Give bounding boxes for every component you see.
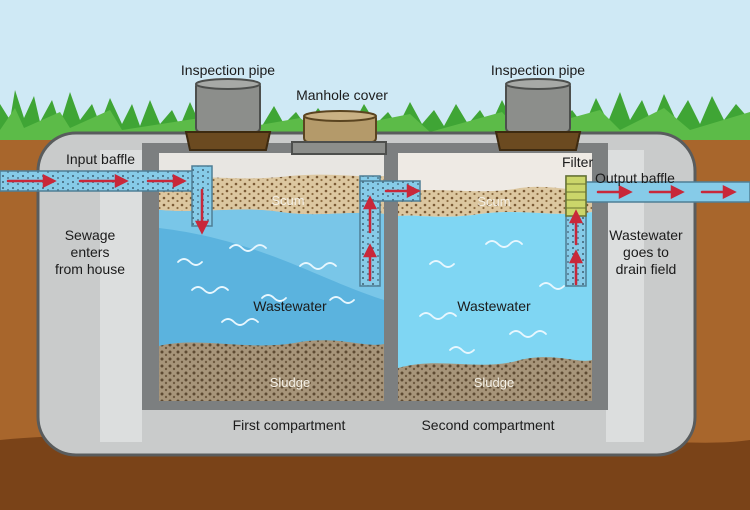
sewage-label-line3: from house bbox=[55, 261, 125, 277]
second-compartment bbox=[398, 153, 592, 401]
filter-label: Filter bbox=[562, 154, 593, 170]
sludge-right-label: Sludge bbox=[474, 375, 514, 390]
wastewater-right-label: Wastewater bbox=[457, 298, 531, 314]
scum-right-label: Scum bbox=[477, 194, 510, 209]
sewage-label-line2: enters bbox=[71, 244, 110, 260]
divider-wall bbox=[384, 143, 398, 410]
sludge-left-label: Sludge bbox=[270, 375, 310, 390]
first-compartment-label: First compartment bbox=[233, 417, 346, 433]
flow-arrows bbox=[6, 173, 737, 286]
manhole-cover bbox=[291, 110, 387, 155]
scum-left-label: Scum bbox=[271, 193, 304, 208]
second-compartment-label: Second compartment bbox=[421, 417, 554, 433]
inspection-pipe-right bbox=[494, 78, 582, 151]
input-baffle-label: Input baffle bbox=[66, 151, 135, 167]
tank-left-wall-shade bbox=[100, 150, 142, 442]
inspection-pipe-left-label: Inspection pipe bbox=[181, 62, 275, 78]
wastewater-out-line2: goes to bbox=[623, 244, 669, 260]
wastewater-out-line3: drain field bbox=[616, 261, 677, 277]
inspection-pipe-right-label: Inspection pipe bbox=[491, 62, 585, 78]
sewage-label-line1: Sewage bbox=[65, 227, 116, 243]
output-baffle-label: Output baffle bbox=[595, 170, 675, 186]
wastewater-left-label: Wastewater bbox=[253, 298, 327, 314]
water-waves bbox=[177, 240, 565, 354]
wastewater-out-line1: Wastewater bbox=[609, 227, 683, 243]
inspection-pipe-left bbox=[184, 78, 272, 151]
manhole-cover-label: Manhole cover bbox=[296, 87, 388, 103]
first-compartment bbox=[159, 153, 384, 401]
